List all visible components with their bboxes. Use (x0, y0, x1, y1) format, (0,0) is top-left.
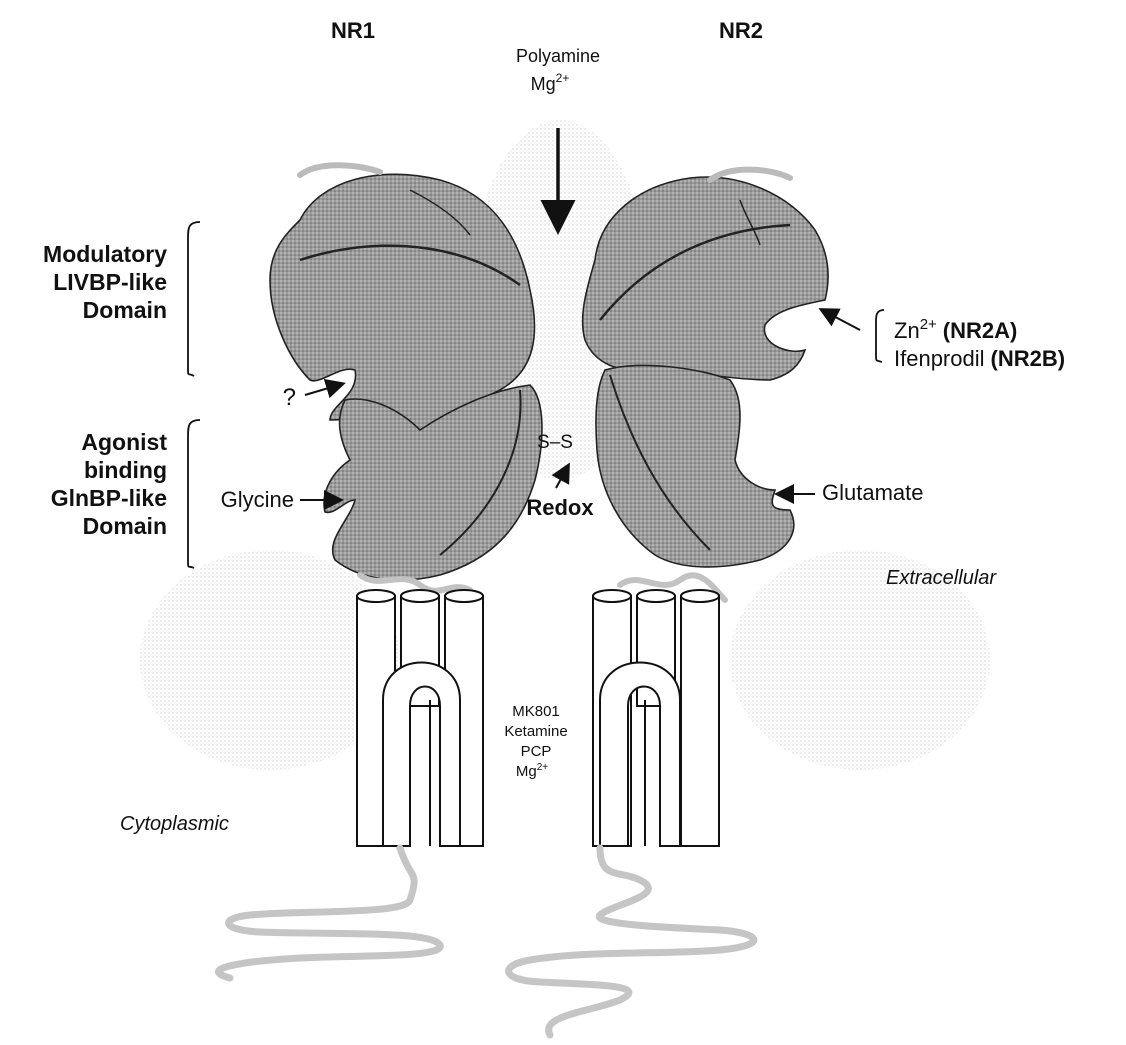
agonist-bracket (188, 420, 200, 568)
glutamate-label: Glutamate (822, 480, 924, 505)
agonist-line3: GlnBP-like (51, 485, 167, 511)
redox-label: Redox (526, 495, 594, 520)
zinc-label: Zn2+(NR2A) (894, 316, 1017, 343)
ifenprodil-label: Ifenprodil(NR2B) (894, 346, 1065, 371)
question-mark: ? (283, 384, 296, 411)
zinc-bracket (876, 310, 884, 362)
disulfide-label: S–S (537, 432, 573, 453)
blocker-pcp: PCP (521, 743, 552, 760)
blocker-mg: Mg2+ (516, 762, 548, 780)
blocker-mk801: MK801 (512, 703, 560, 720)
agonist-line1: Agonist (81, 429, 167, 455)
nr1-extracellular-domains (270, 165, 542, 580)
agonist-line4: Domain (83, 513, 167, 539)
glycine-label: Glycine (221, 487, 294, 512)
polyamine-label: Polyamine (516, 46, 600, 66)
cytoplasmic-tails (218, 848, 753, 1035)
question-arrow (305, 384, 342, 395)
mg-top-label: Mg2+ (531, 71, 570, 94)
agonist-line2: binding (84, 457, 167, 483)
nr1-transmembrane (357, 590, 483, 846)
nr2-glnbp-domain (596, 365, 794, 566)
modulatory-line3: Domain (83, 297, 167, 323)
modulatory-line1: Modulatory (43, 241, 167, 267)
nr1-label: NR1 (331, 18, 375, 43)
cytoplasmic-label: Cytoplasmic (120, 813, 229, 835)
extracellular-label: Extracellular (886, 567, 997, 589)
nr2-label: NR2 (719, 18, 763, 43)
zinc-arrow (822, 310, 860, 330)
modulatory-bracket (188, 222, 200, 376)
nr2-extracellular-domains (583, 170, 828, 567)
blocker-ketamine: Ketamine (504, 723, 567, 740)
nr2-transmembrane (593, 590, 719, 846)
modulatory-line2: LIVBP-like (53, 269, 167, 295)
